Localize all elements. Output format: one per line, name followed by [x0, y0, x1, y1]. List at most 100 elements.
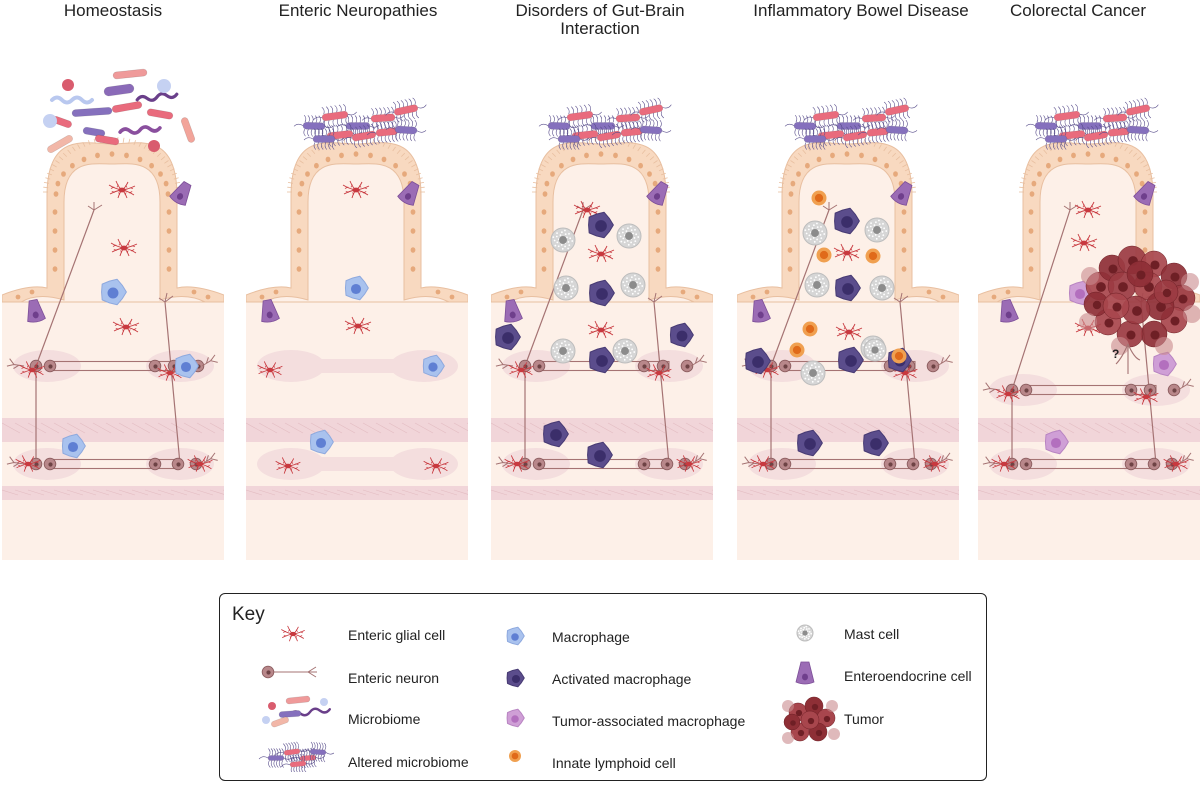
enteric-neuron: [1020, 458, 1032, 470]
mast-cell: [805, 273, 829, 297]
muscle-layer-circular: [246, 418, 468, 442]
microbiome-icon: [258, 692, 334, 732]
tam-icon: [503, 706, 527, 730]
bacterium: [147, 108, 174, 119]
key-label-activated-macrophage: Activated macrophage: [552, 671, 691, 687]
panel-dgbi: [491, 40, 713, 560]
macrophage: [507, 627, 524, 645]
macrophage-icon: [503, 624, 527, 648]
innate-lymphoid-cell: [803, 322, 818, 337]
enteric-neuron: [1020, 384, 1032, 396]
panel-title-dgbi: Disorders of Gut-Brain Interaction: [480, 2, 720, 38]
altered-microbiome: [539, 95, 674, 150]
mast-cell-icon: [794, 622, 816, 644]
key-label-tam: Tumor-associated macrophage: [552, 713, 745, 729]
ilc-icon: [507, 748, 523, 764]
bacterium: [112, 101, 143, 113]
muscle-layer-circular: [978, 418, 1200, 442]
spirochete: [137, 92, 177, 103]
enteric-neuron: [149, 458, 161, 470]
key-label-neuron: Enteric neuron: [348, 670, 439, 686]
enteric-neuron: [638, 458, 650, 470]
glia-icon: [278, 624, 308, 644]
panel-title-homeostasis: Homeostasis: [0, 2, 233, 20]
bacterium: [180, 117, 195, 144]
muscle-layer-longitudinal: [246, 486, 468, 500]
panel-homeostasis: [2, 40, 224, 560]
mast-cell: [801, 361, 825, 385]
panel-title-enteric-neuropathies: Enteric Neuropathies: [238, 2, 478, 20]
mast-cell: [617, 224, 641, 248]
muscle-layer-longitudinal: [491, 486, 713, 500]
mast-cell: [551, 228, 575, 252]
mast-cell: [864, 339, 886, 361]
key-label-tumor: Tumor: [844, 711, 884, 727]
panel-crc: ?: [978, 40, 1200, 560]
bacterium: [72, 107, 112, 117]
enteric-neuron: [262, 666, 274, 678]
question-mark: ?: [1112, 347, 1119, 361]
enteric-neuron: [533, 360, 545, 372]
key-label-microbiome: Microbiome: [348, 711, 420, 727]
mast-cell: [613, 339, 637, 363]
panel-ibd: [737, 40, 959, 560]
enteric-neuron: [907, 458, 919, 470]
key-label-altered-microbiome: Altered microbiome: [348, 754, 469, 770]
enteric-neuron: [44, 458, 56, 470]
panel-title-ibd: Inflammatory Bowel Disease: [741, 2, 981, 20]
bacterium: [286, 696, 310, 704]
axon-terminal: [308, 667, 317, 677]
innate-lymphoid-cell: [817, 248, 832, 263]
enteric-neuron: [884, 458, 896, 470]
enteroendocrine-icon: [795, 660, 815, 686]
muscle-layer-circular: [737, 418, 959, 442]
epithelium: [2, 137, 224, 302]
muscle-layer-longitudinal: [2, 486, 224, 500]
innate-lymphoid-cell: [866, 249, 881, 264]
neuron-icon: [260, 662, 324, 682]
bacterium: [279, 710, 301, 718]
activated-macrophage-icon: [503, 666, 527, 690]
key-label-eec: Enteroendocrine cell: [844, 668, 972, 684]
enteric-neuron: [779, 360, 791, 372]
enteric-neuron: [172, 458, 184, 470]
key-label-mast: Mast cell: [844, 626, 899, 642]
enteric-neuron: [657, 360, 669, 372]
enteric-neuron: [1125, 458, 1137, 470]
panel-title-crc: Colorectal Cancer: [958, 2, 1198, 20]
enteric-neuron: [44, 360, 56, 372]
altered-microbiome-icon: [258, 740, 334, 772]
spirochete: [120, 125, 160, 134]
key-box: Key Enteric glial cell Enteric neuron Mi…: [219, 593, 987, 781]
spirochete: [52, 98, 92, 103]
bacterium: [104, 83, 135, 96]
tumor-associated-macrophage: [507, 709, 524, 727]
bacterium: [113, 69, 148, 80]
muscle-layer-longitudinal: [737, 486, 959, 500]
key-label-glia: Enteric glial cell: [348, 627, 445, 643]
innate-lymphoid-cell: [509, 750, 521, 762]
key-title: Key: [232, 604, 265, 626]
mast-cell: [803, 221, 827, 245]
enteric-glial-cell: [281, 626, 304, 641]
enteric-neuron: [1148, 458, 1160, 470]
altered-microbiome: [294, 95, 429, 150]
mast-cell: [797, 625, 813, 641]
bacterium: [271, 716, 290, 728]
muscle-layer-circular: [2, 418, 224, 442]
microbiome: [43, 69, 196, 154]
enteric-neuron: [1144, 384, 1156, 396]
enteric-neuron: [1125, 384, 1137, 396]
innate-lymphoid-cell: [812, 191, 827, 206]
key-label-macrophage: Macrophage: [552, 629, 630, 645]
altered-microbiome: [1026, 95, 1161, 150]
enteric-neuron: [638, 360, 650, 372]
mast-cell: [865, 218, 889, 242]
mast-cell: [551, 339, 575, 363]
mast-cell: [621, 273, 645, 297]
enteric-neuron: [661, 458, 673, 470]
muscle-layer-longitudinal: [978, 486, 1200, 500]
tumor-icon: [780, 690, 840, 750]
enteroendocrine-cell: [796, 662, 814, 684]
panel-enteric-neuropathies: [246, 40, 468, 560]
